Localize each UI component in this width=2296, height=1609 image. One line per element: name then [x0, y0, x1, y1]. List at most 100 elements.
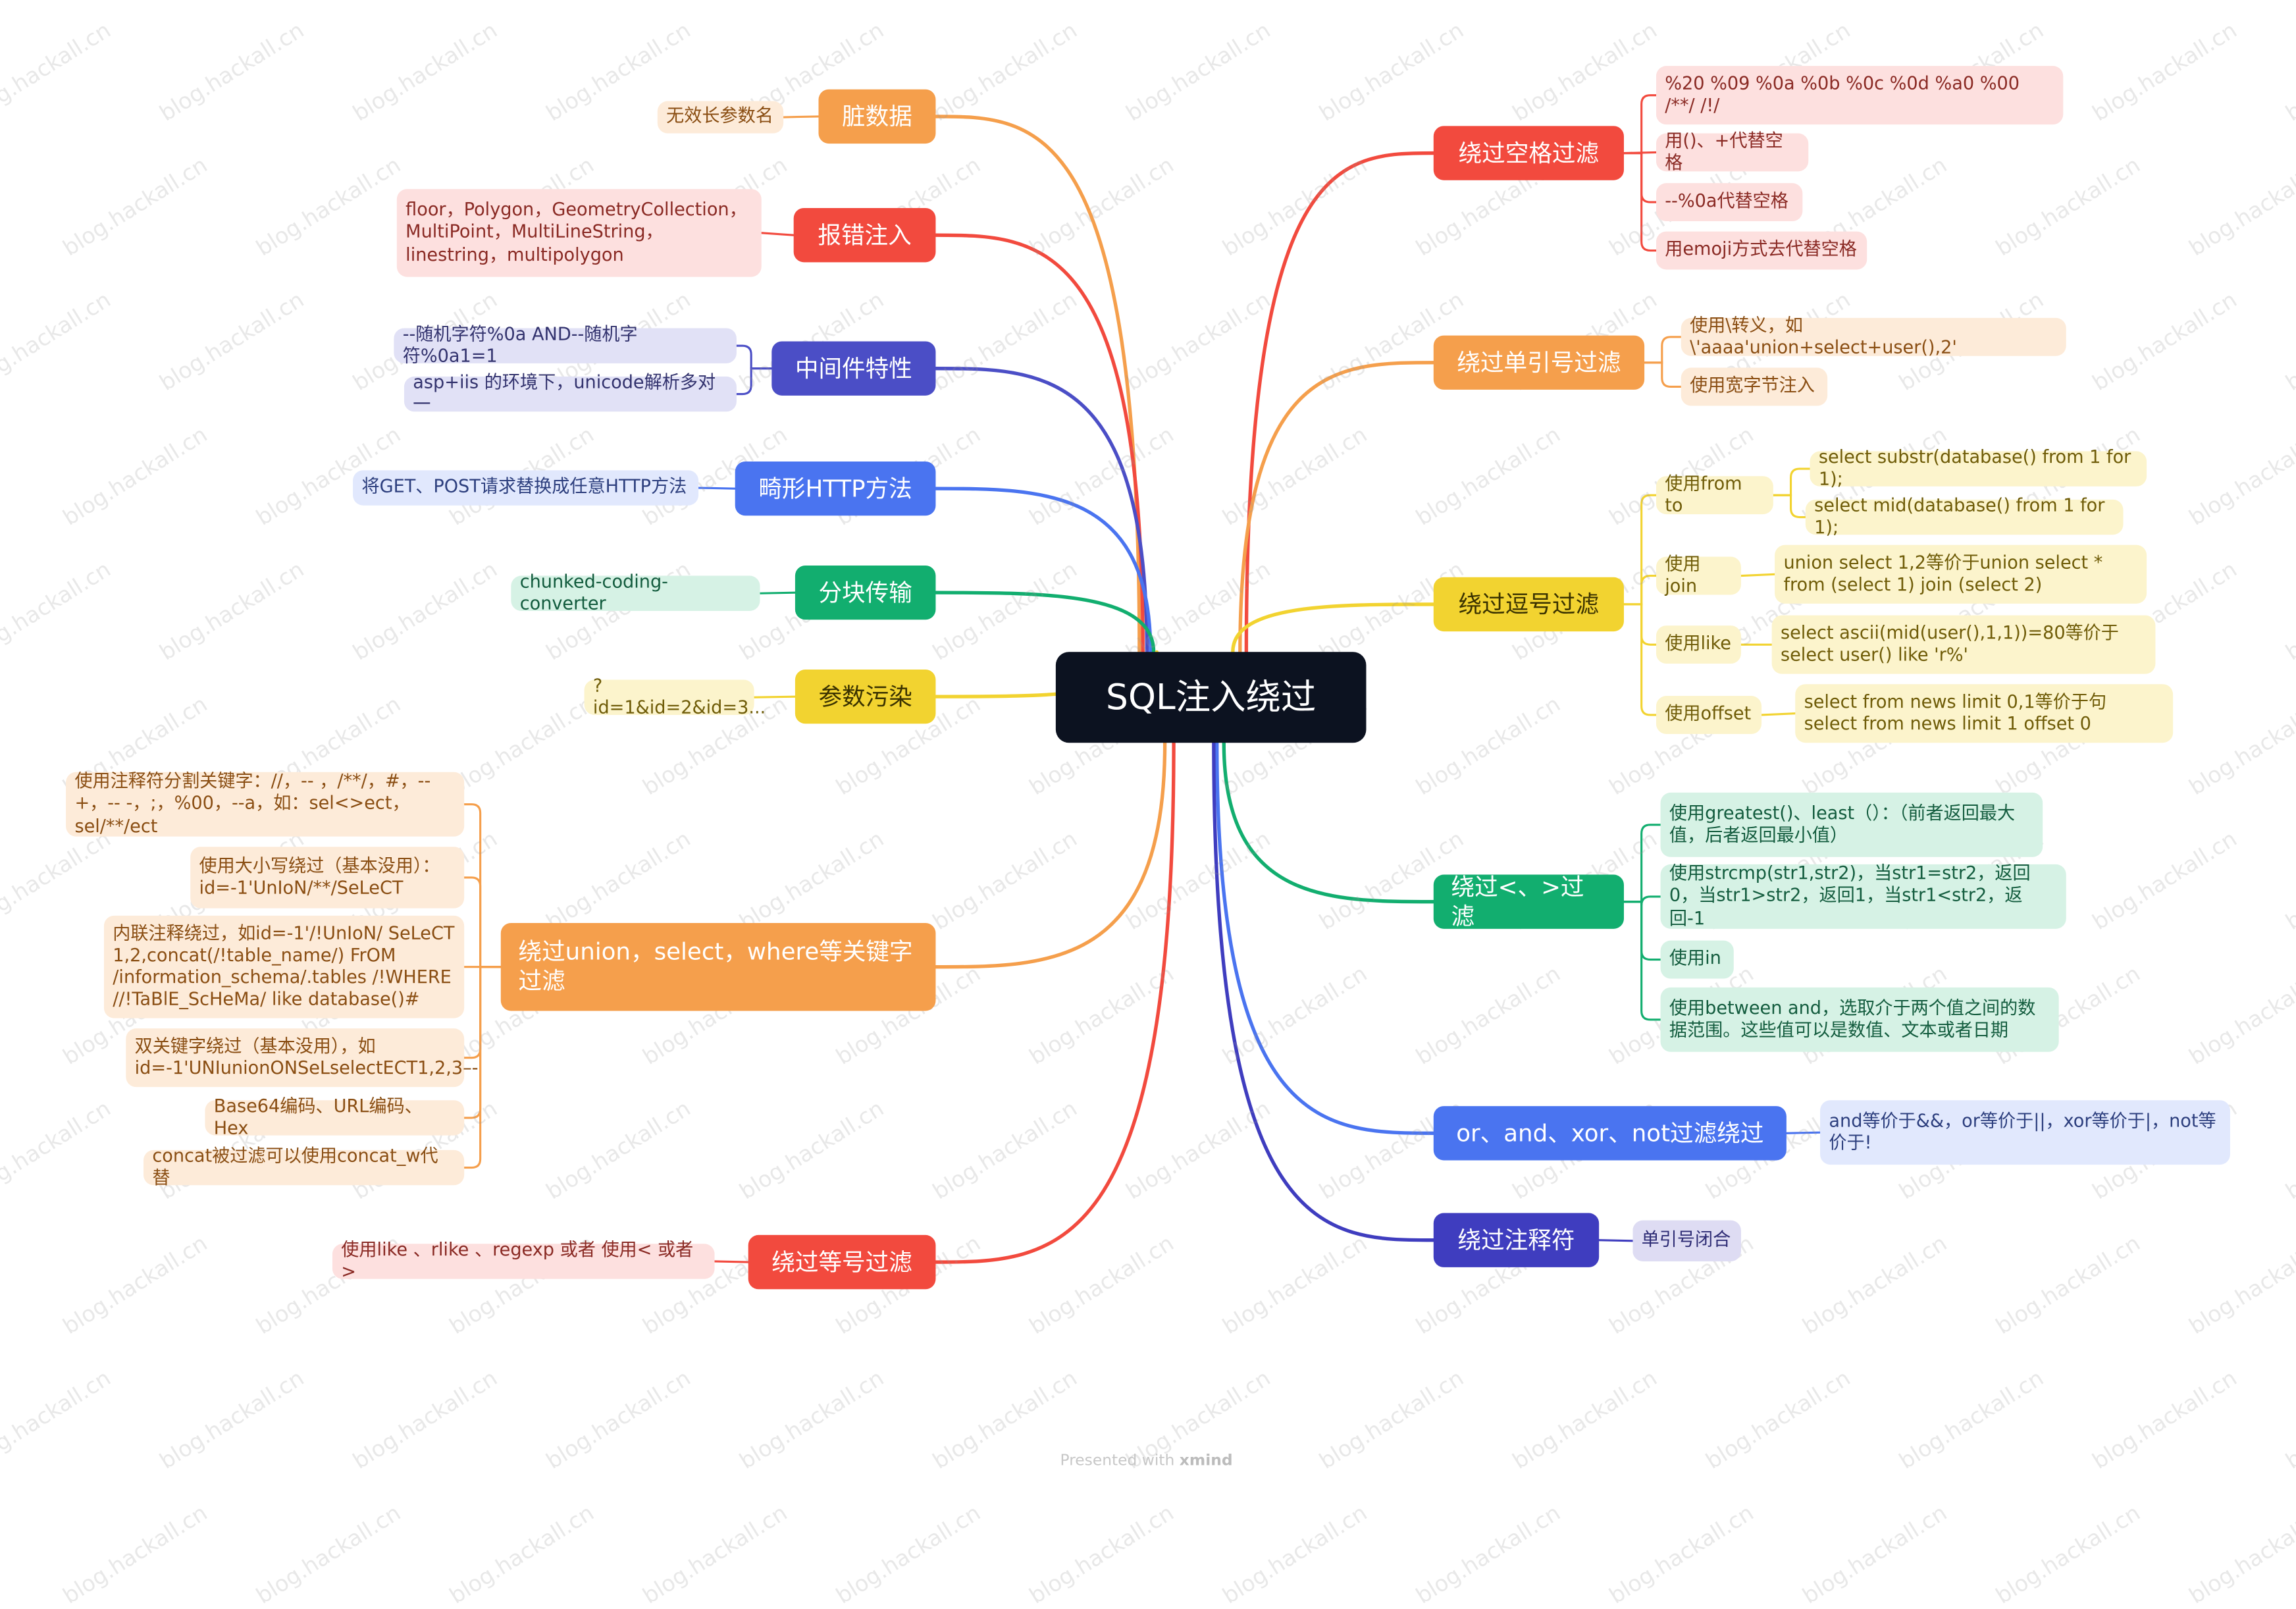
connector-line-23 [1244, 151, 1436, 654]
connector-line-47 [1785, 1131, 1821, 1134]
connector-line-45 [1623, 901, 1662, 1021]
subtopic-left-7-1[interactable]: 使用注释符分割关键字：//，-- ，/**/，#，--+，-- -，;，%00，… [66, 771, 465, 837]
subtopic-right-4-2[interactable]: 使用strcmp(str1,str2)，当str1=str2，返回0，当str1… [1660, 863, 2066, 929]
subtopic-left-7-2[interactable]: 使用大小写绕过（基本没用）：id=-1'UnIoN/**/SeLeCT [190, 847, 465, 909]
connector-line-5 [933, 366, 1149, 654]
watermark-text: blog.hackall.cn [1604, 1499, 1759, 1609]
connector-line-37 [1772, 494, 1807, 519]
connector-line-33 [1623, 574, 1657, 606]
topic-4-right[interactable]: 绕过<、>过滤 [1433, 872, 1624, 930]
subtopic-left-7-6[interactable]: concat被过滤可以使用concat_w代替 [144, 1146, 465, 1188]
connector-line-6 [735, 344, 773, 370]
subtopic-left-7-5[interactable]: Base64编码、URL编码、Hex [205, 1095, 465, 1138]
watermark-text: blog.hackall.cn [1798, 1499, 1952, 1609]
topic-8-left[interactable]: 绕过等号过滤 [748, 1234, 936, 1290]
watermark-text: blog.hackall.cn [2184, 1499, 2296, 1609]
subtopic-left-4-1[interactable]: 将GET、POST请求替换成任意HTTP方法 [353, 470, 699, 506]
subtopic-left-1-1[interactable]: 无效长参数名 [657, 101, 784, 134]
subtopic-right-3-4[interactable]: 使用offset [1656, 696, 1762, 734]
subtopic-left-6-1[interactable]: ?id=1&id=2&id=3... [584, 675, 766, 718]
watermark-text: blog.hackall.cn [1218, 1499, 1372, 1609]
watermark-text: blog.hackall.cn [444, 1499, 599, 1609]
subtopic-left-2-1[interactable]: floor，Polygon，GeometryCollection，MultiPo… [396, 189, 762, 277]
topic-6-right[interactable]: 绕过注释符 [1433, 1213, 1600, 1267]
connector-line-22 [713, 1260, 750, 1263]
connector-line-16 [463, 876, 502, 968]
connector-line-8 [933, 487, 1153, 654]
subtopic-right-2-1[interactable]: 使用\转义，如\'aaaa'union+select+user(),2' [1681, 315, 2066, 357]
connector-line-21 [933, 741, 1176, 1264]
topic-7-left[interactable]: 绕过union，select，where等关键字过滤 [500, 922, 936, 1011]
subtopic-left-3-2[interactable]: asp+iis 的环境下，unicode解析多对一 [404, 372, 737, 415]
subtopic-right-1-4[interactable]: 用emoji方式去代替空格 [1656, 231, 1867, 270]
topic-2-right[interactable]: 绕过单引号过滤 [1433, 335, 1645, 390]
topic-5-right[interactable]: or、and、xor、not过滤绕过 [1433, 1106, 1787, 1161]
connector-line-36 [1772, 467, 1812, 496]
subtopic-right-3-2[interactable]: 使用join [1656, 554, 1741, 596]
connector-line-49 [1598, 1239, 1634, 1242]
subtopic-right-4-1[interactable]: 使用greatest()、least（）：（前者返回最大值，后者返回最小值） [1660, 792, 2043, 857]
detail-right-3-3-1[interactable]: select ascii(mid(user(),1,1))=80等价于selec… [1771, 615, 2156, 674]
subtopic-right-3-1[interactable]: 使用from to [1656, 473, 1773, 515]
watermark-text: blog.hackall.cn [251, 1499, 405, 1609]
detail-right-3-2-1[interactable]: union select 1,2等价于union select * from (… [1775, 544, 2147, 604]
topic-1-left[interactable]: 脏数据 [818, 89, 936, 144]
connector-line-40 [1760, 712, 1796, 716]
connector-line-31 [1231, 602, 1436, 654]
footer-prefix: Presented with [1060, 1452, 1175, 1469]
subtopic-right-5-1[interactable]: and等价于&&，or等价于||，xor等价于|，not等价于! [1820, 1100, 2230, 1165]
connector-line-4 [760, 232, 795, 236]
connector-line-35 [1623, 603, 1657, 716]
detail-right-3-4-1[interactable]: select from news limit 0,1等价于句 select fr… [1795, 684, 2174, 743]
connector-line-26 [1623, 151, 1657, 203]
watermark-text: blog.hackall.cn [638, 1499, 792, 1609]
central-topic[interactable]: SQL注入绕过 [1055, 652, 1367, 743]
connector-line-48 [1212, 741, 1436, 1242]
watermark-text: blog.hackall.cn [58, 1499, 213, 1609]
subtopic-right-1-2[interactable]: 用()、+代替空格 [1656, 130, 1809, 173]
connector-line-1 [933, 115, 1141, 654]
connector-line-10 [933, 591, 1156, 654]
detail-right-3-1-1[interactable]: select substr(database() from 1 for 1); [1810, 446, 2147, 489]
subtopic-left-7-4[interactable]: 双关键字绕过（基本没用），如id=-1'UNIunionONSeLselectE… [126, 1028, 479, 1088]
subtopic-left-3-1[interactable]: --随机字符%0a AND--随机字符%0a1=1 [394, 323, 737, 366]
subtopic-right-1-3[interactable]: --%0a代替空格 [1656, 183, 1803, 222]
watermark-text: blog.hackall.cn [1024, 1499, 1179, 1609]
topic-3-left[interactable]: 中间件特性 [771, 341, 936, 396]
topic-1-right[interactable]: 绕过空格过滤 [1433, 126, 1624, 180]
connector-line-28 [1238, 361, 1436, 654]
watermark-text: blog.hackall.cn [831, 1499, 985, 1609]
topic-6-left[interactable]: 参数污染 [795, 669, 936, 724]
footer-attribution: Presented with xmind [1060, 1452, 1233, 1469]
watermark-text: blog.hackall.cn [1411, 1499, 1565, 1609]
topic-2-left[interactable]: 报错注入 [793, 207, 936, 263]
connector-line-15 [463, 803, 502, 968]
connector-line-32 [1623, 494, 1657, 606]
connector-line-38 [1740, 573, 1776, 577]
connector-line-41 [1222, 741, 1436, 904]
topic-5-left[interactable]: 分块传输 [795, 565, 936, 620]
detail-right-3-1-2[interactable]: select mid(database() from 1 for 1); [1805, 495, 2124, 538]
subtopic-right-4-4[interactable]: 使用between and，选取介于两个值之间的数据范围。这些值可以是数值、文本… [1660, 987, 2059, 1052]
subtopic-right-6-1[interactable]: 单引号闭合 [1632, 1220, 1741, 1261]
subtopic-right-4-3[interactable]: 使用in [1660, 940, 1734, 979]
connector-line-30 [1643, 361, 1683, 388]
subtopic-left-8-1[interactable]: 使用like 、rlike 、regexp 或者 使用< 或者 > [332, 1239, 715, 1282]
connector-line-20 [463, 966, 502, 1169]
connector-line-3 [933, 233, 1145, 654]
connector-line-34 [1623, 603, 1657, 646]
connector-line-7 [735, 367, 773, 396]
connector-line-24 [1623, 94, 1657, 155]
xmind-logo-text: xmind [1179, 1452, 1233, 1469]
subtopic-left-5-1[interactable]: chunked-coding-converter [511, 571, 760, 614]
subtopic-right-2-2[interactable]: 使用宽字节注入 [1681, 367, 1828, 406]
topic-3-right[interactable]: 绕过逗号过滤 [1433, 577, 1624, 632]
connector-line-27 [1623, 151, 1657, 252]
connector-line-42 [1623, 824, 1662, 903]
mind-map-canvas: blog.hackall.cn blog.hackall.cn blog.hacka… [0, 17, 2296, 1609]
subtopic-right-3-3[interactable]: 使用like [1656, 625, 1741, 664]
watermark-text: blog.hackall.cn [1991, 1499, 2145, 1609]
subtopic-right-1-1[interactable]: %20 %09 %0a %0b %0c %0d %a0 %00 /**/ /!/ [1656, 66, 2064, 125]
topic-4-left[interactable]: 畸形HTTP方法 [735, 461, 936, 516]
subtopic-left-7-3[interactable]: 内联注释绕过，如id=-1'/!UnIoN/ SeLeCT 1,2,concat… [103, 915, 465, 1018]
